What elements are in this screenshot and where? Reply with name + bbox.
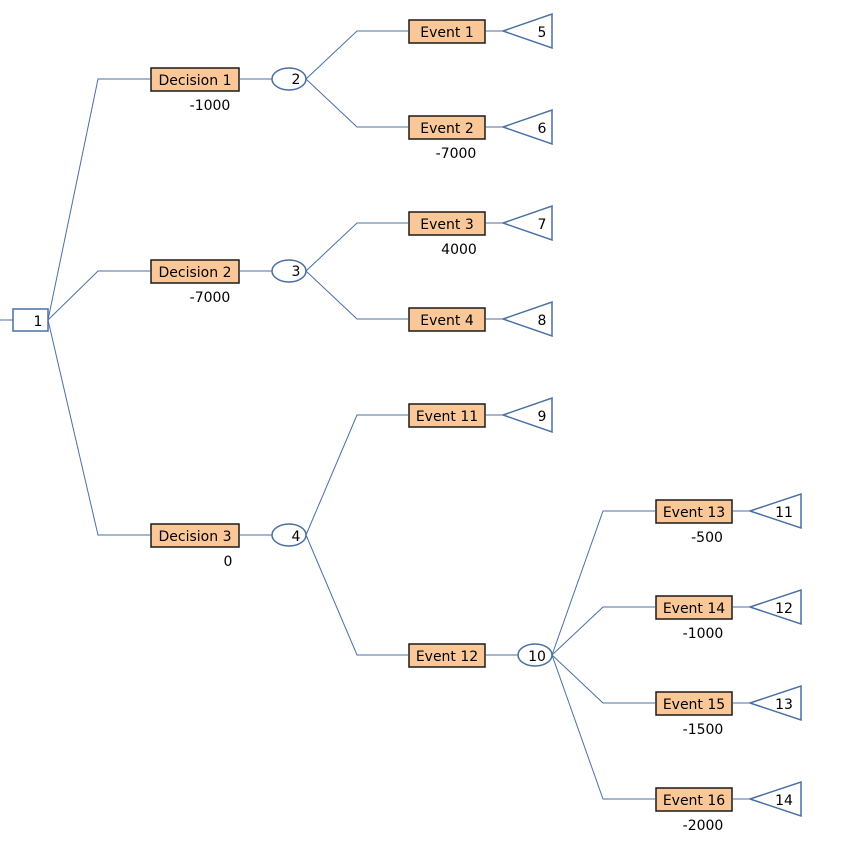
event-2-label: Event 2	[420, 121, 473, 137]
terminal-node-13: 13	[747, 684, 802, 722]
terminal-node-11-number: 11	[775, 505, 793, 521]
event-16: Event 16 -2000	[655, 787, 733, 834]
terminal-node-6: 6	[500, 108, 553, 146]
root-decision-node: 1	[12, 308, 49, 332]
decision-1: Decision 1 -1000	[150, 67, 240, 114]
event-13-value: -500	[691, 530, 723, 546]
terminal-node-13-number: 13	[775, 697, 793, 713]
chance-node-4: 4	[271, 523, 307, 547]
terminal-node-7: 7	[500, 204, 553, 242]
event-1: Event 1	[408, 19, 486, 44]
event-1-label: Event 1	[420, 25, 473, 41]
decision-2-label: Decision 2	[159, 265, 232, 281]
terminal-node-12-number: 12	[775, 601, 793, 617]
event-14-label: Event 14	[663, 601, 725, 617]
event-3-label: Event 3	[420, 217, 473, 233]
event-14-value: -1000	[683, 626, 724, 642]
event-11: Event 11	[408, 403, 486, 428]
chance-node-2-number: 2	[292, 72, 301, 88]
terminal-node-8-number: 8	[538, 313, 547, 329]
terminal-node-12: 12	[747, 588, 802, 626]
event-3-value: 4000	[441, 242, 477, 258]
decision-1-value: -1000	[190, 98, 231, 114]
terminal-node-9: 9	[500, 396, 553, 434]
terminal-node-8: 8	[500, 300, 553, 338]
event-15-label: Event 15	[663, 697, 725, 713]
terminal-node-11: 11	[747, 492, 802, 530]
terminal-node-5-number: 5	[538, 25, 547, 41]
event-12: Event 12	[408, 643, 486, 668]
event-4-label: Event 4	[420, 313, 474, 329]
decision-2: Decision 2 -7000	[150, 259, 240, 306]
event-12-label: Event 12	[416, 649, 478, 665]
event-13: Event 13 -500	[655, 499, 733, 546]
event-2-value: -7000	[436, 146, 477, 162]
chance-node-2: 2	[271, 67, 307, 91]
decision-2-value: -7000	[190, 290, 231, 306]
event-4: Event 4	[408, 307, 486, 332]
decision-3-value: 0	[224, 554, 233, 570]
terminal-node-9-number: 9	[538, 409, 547, 425]
decision-3: Decision 3 0	[150, 523, 240, 570]
event-2: Event 2 -7000	[408, 115, 486, 162]
event-16-label: Event 16	[663, 793, 725, 809]
chance-node-4-number: 4	[292, 529, 301, 545]
event-15: Event 15 -1500	[655, 691, 733, 738]
branch-lines	[0, 30, 750, 800]
event-3: Event 3 4000	[408, 211, 486, 258]
terminal-node-6-number: 6	[538, 121, 547, 137]
event-11-label: Event 11	[416, 409, 478, 425]
terminal-node-7-number: 7	[538, 217, 547, 233]
event-15-value: -1500	[683, 722, 724, 738]
root-node-number: 1	[34, 314, 43, 330]
chance-node-10-number: 10	[528, 649, 546, 665]
chance-node-3-number: 3	[292, 264, 301, 280]
event-13-label: Event 13	[663, 505, 725, 521]
terminal-node-14-number: 14	[775, 793, 793, 809]
event-16-value: -2000	[683, 818, 724, 834]
terminal-node-14: 14	[747, 780, 802, 818]
terminal-node-5: 5	[500, 12, 553, 50]
event-14: Event 14 -1000	[655, 595, 733, 642]
chance-node-3: 3	[271, 259, 307, 283]
decision-1-label: Decision 1	[159, 73, 232, 89]
decision-3-label: Decision 3	[159, 529, 232, 545]
chance-node-10: 10	[517, 643, 553, 667]
